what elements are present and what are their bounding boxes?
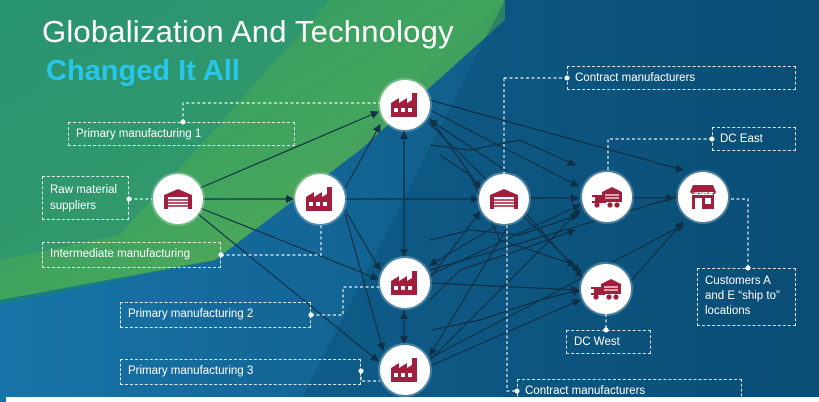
label-raw-line1: Raw material bbox=[50, 184, 118, 196]
label-raw-material-suppliers: Raw material suppliers bbox=[42, 176, 129, 220]
label-dc-west: DC West bbox=[566, 330, 651, 354]
slide-subtitle: Changed It All bbox=[46, 55, 240, 87]
contract-mfg-node bbox=[479, 174, 529, 224]
label-contract-manufacturers-top: Contract manufacturers bbox=[567, 66, 796, 90]
intermediate-mfg-node bbox=[295, 174, 345, 224]
label-customers-line3: locations bbox=[705, 305, 751, 317]
store-icon bbox=[690, 185, 716, 209]
primary-mfg-3-node bbox=[380, 345, 430, 395]
dc-east-node bbox=[582, 172, 632, 222]
label-customers-line1: Customers A bbox=[705, 275, 771, 287]
factory-icon bbox=[391, 93, 417, 117]
label-intermediate-manufacturing: Intermediate manufacturing bbox=[42, 242, 221, 268]
label-dc-east: DC East bbox=[712, 127, 796, 151]
warehouse-icon bbox=[164, 189, 192, 209]
label-raw-line2: suppliers bbox=[50, 200, 97, 212]
label-primary-manufacturing-3: Primary manufacturing 3 bbox=[120, 359, 361, 385]
slide-title: Globalization And Technology bbox=[42, 14, 454, 49]
factory-icon bbox=[391, 271, 417, 295]
raw-supplier-node bbox=[153, 174, 203, 224]
label-contract-manufacturers-bottom: Contract manufacturers bbox=[517, 379, 742, 401]
primary-mfg-1-node bbox=[380, 80, 430, 130]
label-customers-line2: and E “ship to” bbox=[705, 290, 780, 302]
customers-node bbox=[678, 172, 728, 222]
label-primary-manufacturing-1: Primary manufacturing 1 bbox=[68, 122, 295, 146]
truck-icon bbox=[591, 187, 622, 208]
dc-west-node bbox=[581, 264, 631, 314]
warehouse-icon bbox=[490, 189, 518, 209]
truck-icon bbox=[590, 279, 621, 300]
primary-mfg-2-node bbox=[380, 258, 430, 308]
factory-icon bbox=[306, 187, 332, 211]
label-primary-manufacturing-2: Primary manufacturing 2 bbox=[120, 302, 311, 328]
factory-icon bbox=[391, 358, 417, 382]
label-customers: Customers A and E “ship to” locations bbox=[697, 268, 796, 326]
